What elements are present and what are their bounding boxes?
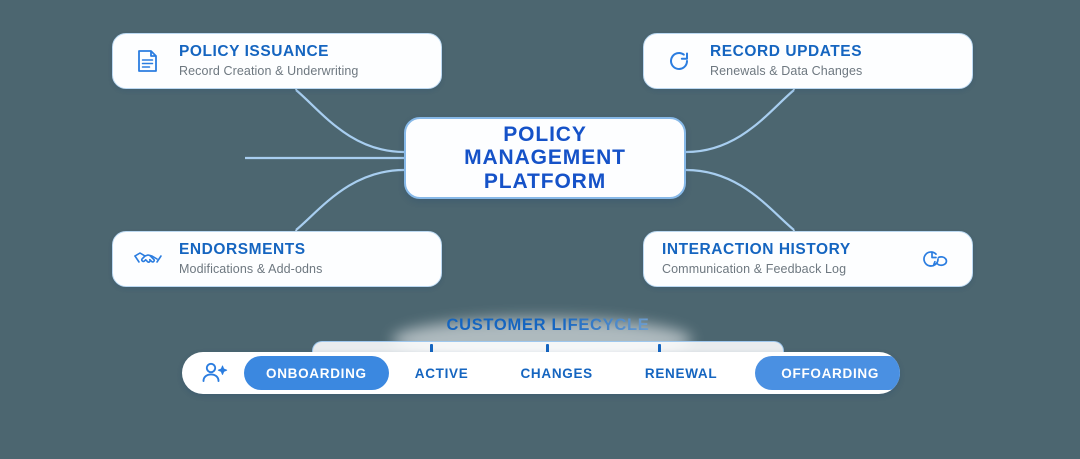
lifecycle-stage-active[interactable]: ACTIVE <box>414 365 469 381</box>
card-text: POLICY ISSUANCE Record Creation & Underw… <box>179 43 358 79</box>
card-text: ENDORSMENTS Modifications & Add-odns <box>179 241 322 277</box>
card-title: POLICY ISSUANCE <box>179 42 330 60</box>
card-policy-issuance[interactable]: POLICY ISSUANCE Record Creation & Underw… <box>112 33 442 89</box>
card-subtitle: Renewals & Data Changes <box>710 63 863 78</box>
card-subtitle: Record Creation & Underwriting <box>179 63 359 78</box>
clock-chat-icon <box>920 242 954 276</box>
document-icon <box>131 44 165 78</box>
refresh-circle-icon <box>662 44 696 78</box>
lifecycle-stage-renewal[interactable]: RENEWAL <box>644 365 718 381</box>
add-user-icon <box>182 360 242 386</box>
lifecycle-stage-offoarding[interactable]: OFFOARDING <box>755 356 900 390</box>
connector-hub-to-interaction-history <box>685 168 795 231</box>
hub-title: POLICY MANAGEMENT PLATFORM <box>464 122 626 193</box>
lifecycle-title: CUSTOMER LIFECYCLE <box>312 316 784 335</box>
card-record-updates[interactable]: RECORD UPDATES Renewals & Data Changes <box>643 33 973 89</box>
handshake-icon <box>131 242 165 276</box>
card-interaction-history[interactable]: INTERACTION HISTORY Communication & Feed… <box>643 231 973 287</box>
connector-hub-to-policy-issuance <box>295 89 405 154</box>
hub-node[interactable]: POLICY MANAGEMENT PLATFORM <box>404 117 686 199</box>
card-subtitle: Modifications & Add-odns <box>179 261 323 276</box>
card-subtitle: Communication & Feedback Log <box>662 261 847 276</box>
card-title: ENDORSMENTS <box>179 240 306 258</box>
card-title: RECORD UPDATES <box>710 42 863 60</box>
connector-hub-to-record-updates <box>685 89 795 154</box>
card-text: RECORD UPDATES Renewals & Data Changes <box>710 43 862 79</box>
card-title: INTERACTION HISTORY <box>662 240 851 258</box>
connector-hub-to-endorsements <box>295 168 405 231</box>
card-endorsements[interactable]: ENDORSMENTS Modifications & Add-odns <box>112 231 442 287</box>
lifecycle-stage-onboarding[interactable]: ONBOARDING <box>244 356 389 390</box>
lifecycle-bar: ONBOARDING ACTIVE CHANGES RENEWAL OFFOAR… <box>182 352 900 394</box>
lifecycle-stage-changes[interactable]: CHANGES <box>520 365 593 381</box>
card-text: INTERACTION HISTORY Communication & Feed… <box>662 241 851 277</box>
